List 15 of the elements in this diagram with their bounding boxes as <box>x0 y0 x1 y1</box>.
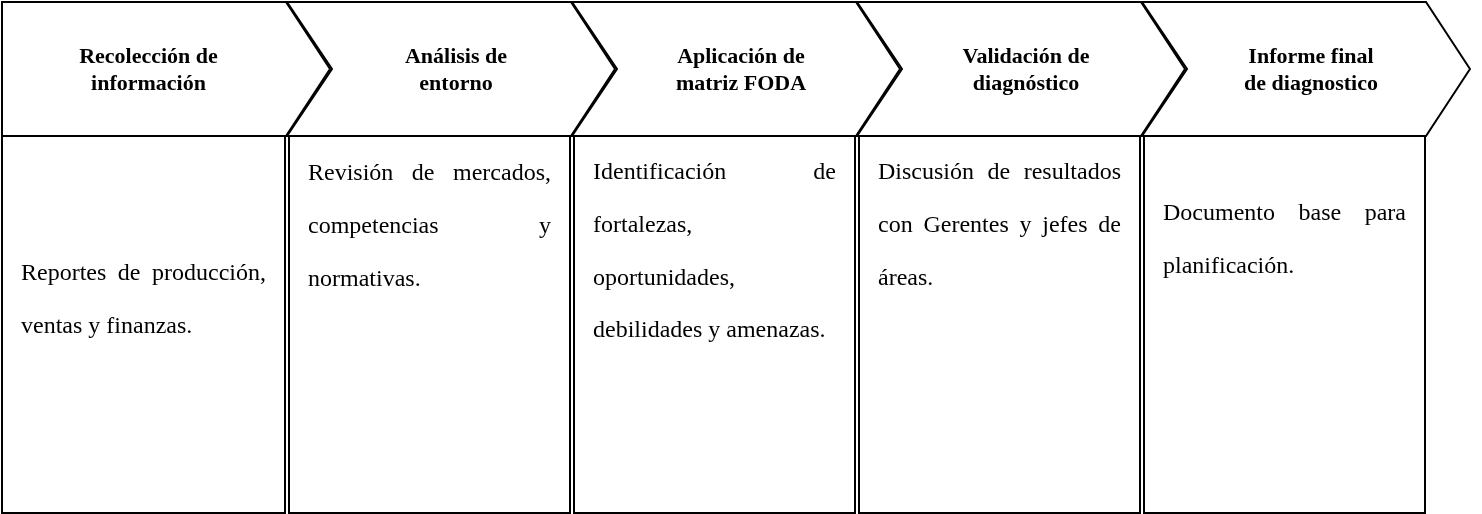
step-heading: Validación de diagnóstico <box>961 41 1091 97</box>
step-description: Discusión de resultados con Gerentes y jefes de áreas. <box>878 157 1121 292</box>
description-box <box>858 137 1141 514</box>
description-box <box>573 137 856 514</box>
description-box <box>1143 137 1426 514</box>
description-box <box>288 137 571 514</box>
step-description: Reportes de producción, ventas y finanzas. <box>21 258 266 340</box>
step-description: Revisión de mercados, competencias y normativas. <box>308 158 551 293</box>
step-heading: Recolección de información <box>78 41 219 97</box>
step-description: Documento base para planificación. <box>1163 198 1406 280</box>
description-box <box>1 137 286 514</box>
step-heading: Informe final de diagnostico <box>1243 41 1379 97</box>
step-description: Identificación de fortalezas, oportunidades, debilidades y amenazas. <box>593 157 836 345</box>
step-heading: Análisis de entorno <box>403 41 509 97</box>
step-heading: Aplicación de matriz FODA <box>674 41 808 97</box>
